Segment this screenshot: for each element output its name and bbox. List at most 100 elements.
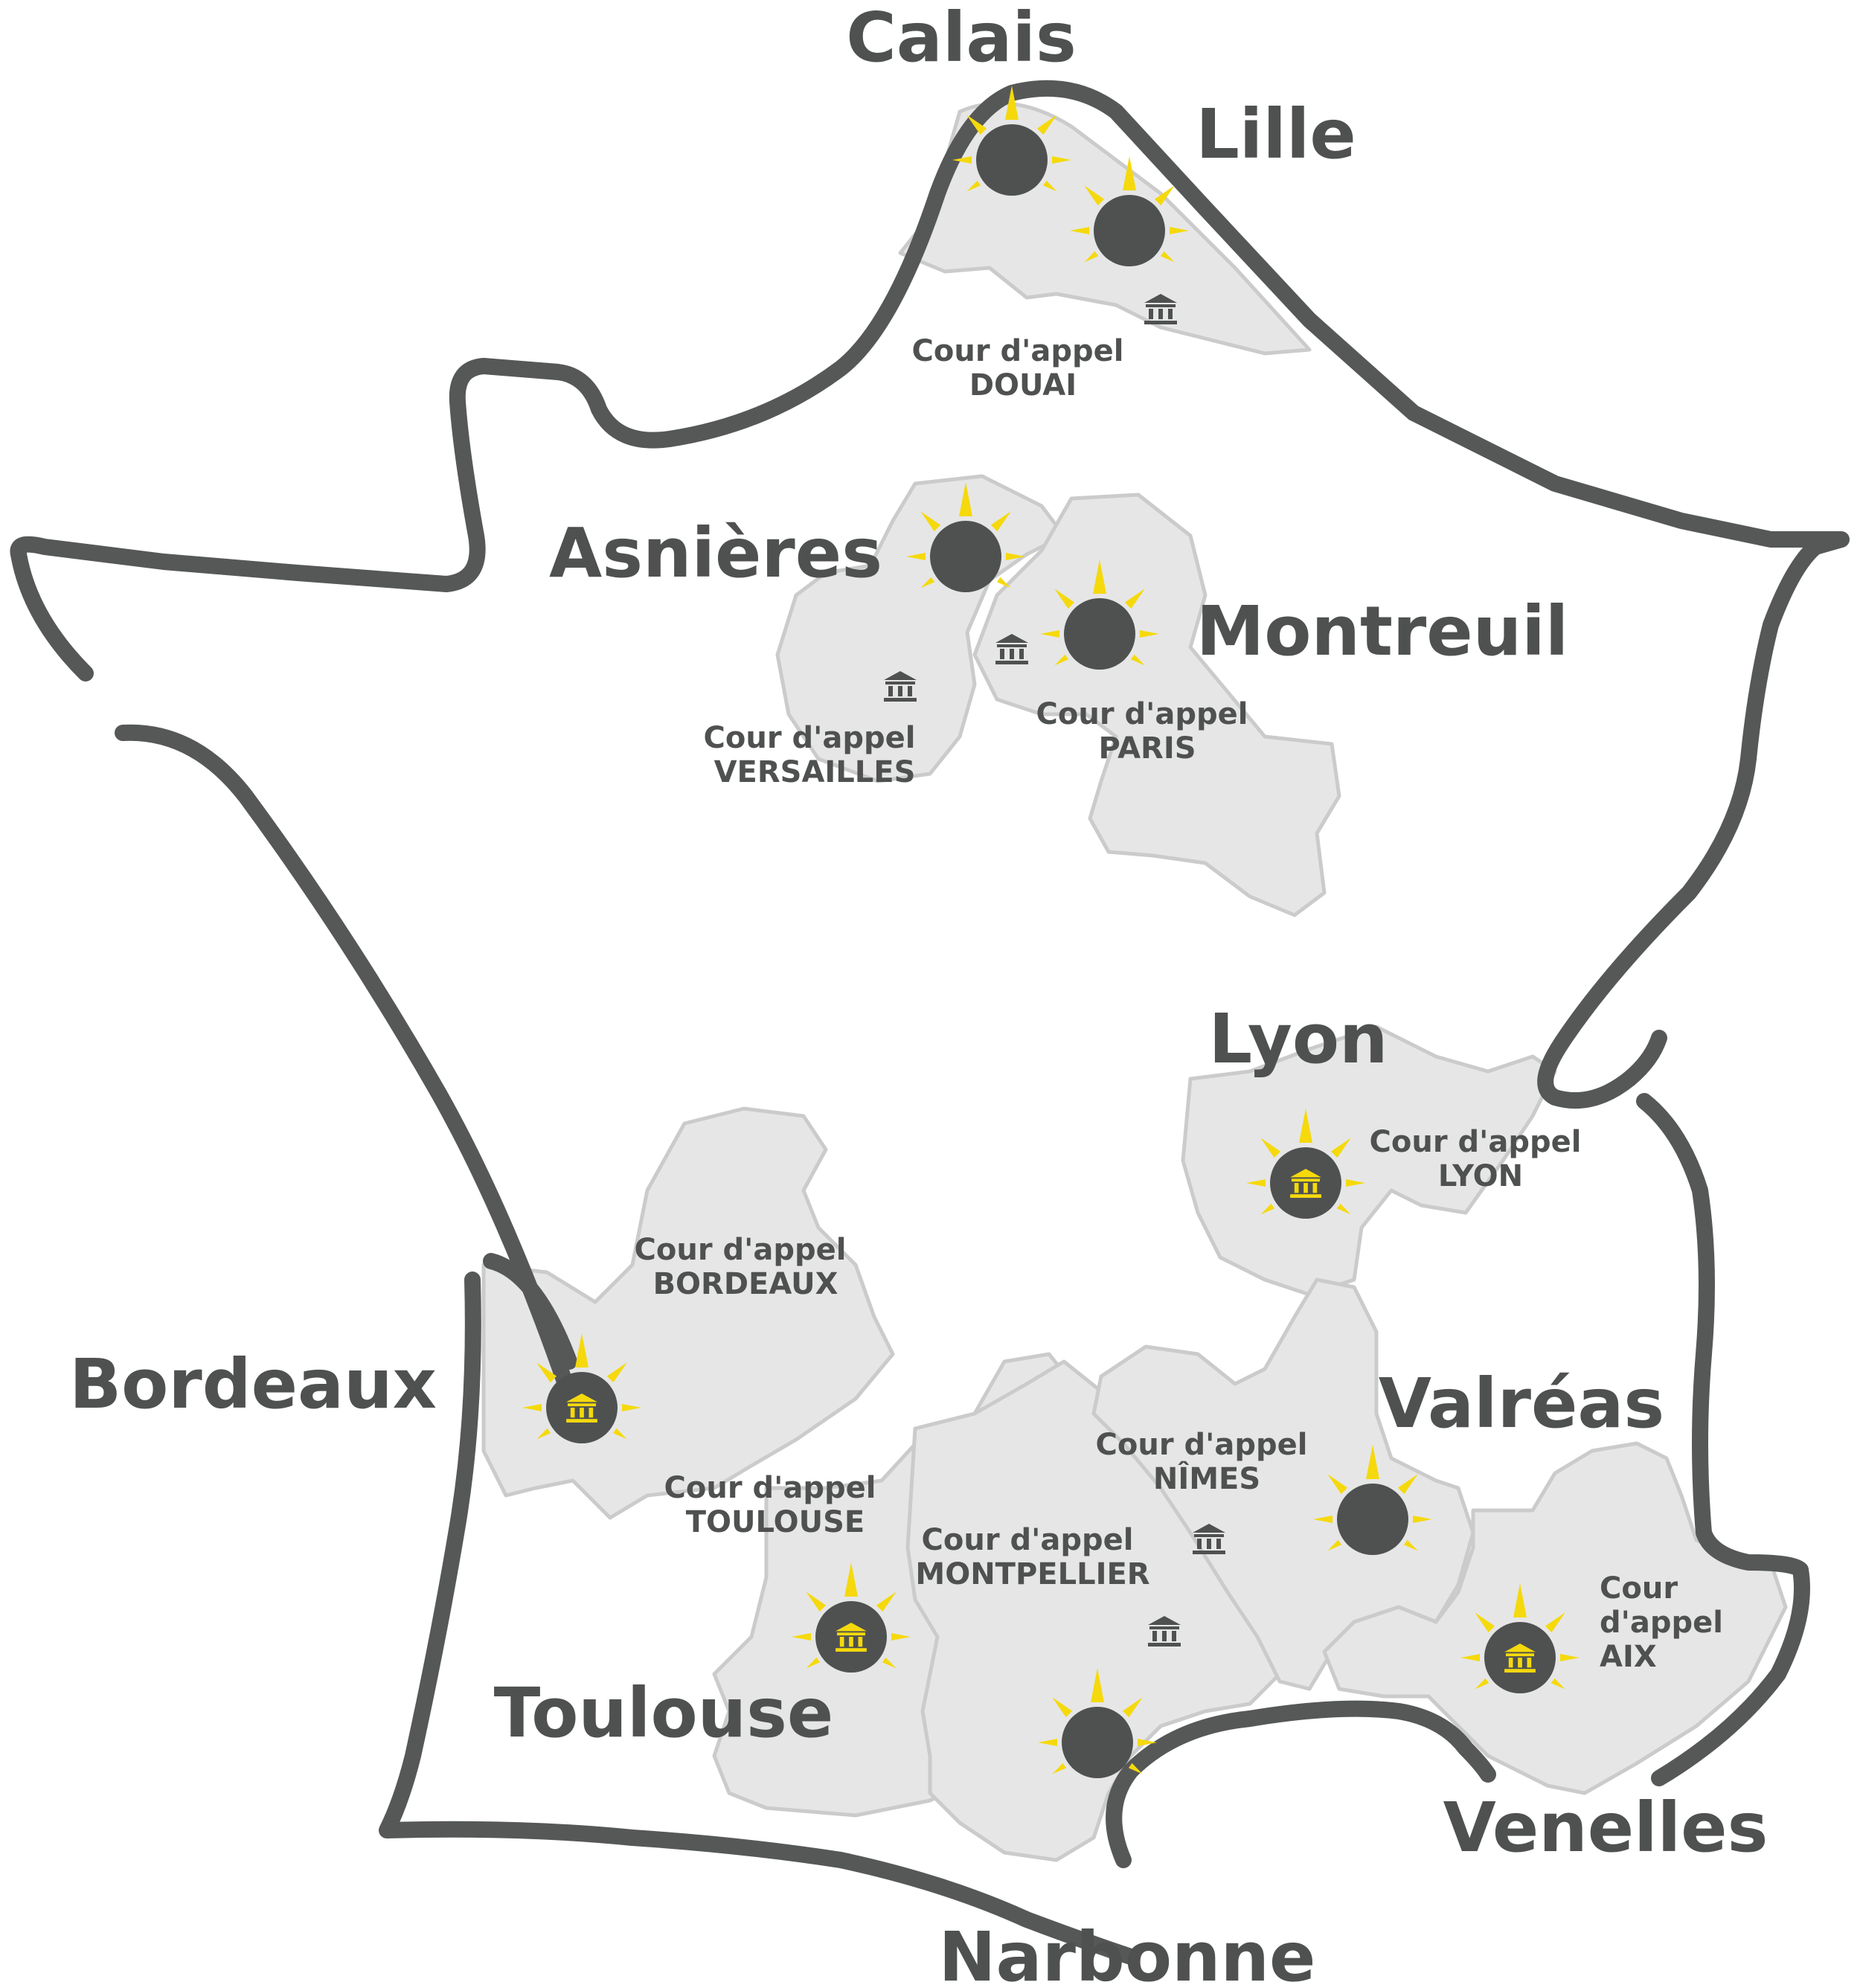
sun-ray-icon [1123, 156, 1136, 190]
court-regions [481, 101, 1788, 1862]
sun-ray-icon [1052, 156, 1071, 164]
city-label-narbonne: Narbonne [939, 1917, 1316, 1988]
sun-ray-icon [876, 1591, 897, 1612]
court-label-paris-line1: Cour d'appel [1036, 697, 1248, 731]
sun-ray-icon [1550, 1678, 1565, 1690]
city-label-bordeaux: Bordeaux [69, 1344, 437, 1424]
court-label-aix: Cour d'appel AIX [1600, 1571, 1734, 1674]
outline-north-east [10, 80, 1850, 1109]
sun-dot-icon [1062, 1707, 1133, 1778]
court-label-bordeaux: Cour d'appel BORDEAUX [635, 1233, 857, 1301]
sun-ray-icon [1122, 1697, 1143, 1718]
outline-mediterranean [1106, 1700, 1496, 1868]
sun-dot-icon [1094, 195, 1165, 266]
sun-ray-icon [1006, 553, 1025, 560]
sun-dot-icon [1064, 598, 1135, 670]
sun-ray-icon [1140, 630, 1159, 638]
sun-ray-icon [1413, 1516, 1432, 1523]
sun-ray-icon [806, 1591, 827, 1612]
office-marker-lille [1070, 156, 1189, 266]
sun-dot-icon [1337, 1484, 1408, 1555]
office-marker-valreas [1313, 1445, 1432, 1555]
city-label-lyon: Lyon [1208, 999, 1388, 1079]
court-label-aix-line3: AIX [1600, 1640, 1657, 1674]
sun-ray-icon [990, 511, 1011, 532]
sun-ray-icon [966, 180, 981, 192]
sun-dot-icon [976, 124, 1048, 196]
sun-ray-icon [1260, 1138, 1281, 1158]
sun-ray-icon [792, 1633, 811, 1641]
sun-ray-icon [1054, 654, 1069, 666]
court-label-lyon: Cour d'appel LYON [1370, 1125, 1592, 1193]
sun-ray-icon [622, 1404, 641, 1411]
court-label-versailles: Cour d'appel VERSAILLES [704, 721, 926, 789]
sun-ray-icon [1560, 1654, 1580, 1661]
sun-ray-icon [536, 1362, 557, 1383]
region-lyon [1181, 1025, 1557, 1297]
sun-ray-icon [1246, 1179, 1266, 1187]
court-label-versailles-line2: VERSAILLES [714, 755, 916, 789]
france-outline [10, 80, 1850, 1965]
office-markers [522, 86, 1580, 1778]
sun-ray-icon [1130, 654, 1145, 666]
sun-ray-icon [1091, 1668, 1104, 1702]
court-label-lyon-line2: LYON [1438, 1159, 1523, 1193]
sun-ray-icon [996, 577, 1011, 589]
office-marker-venelles [1460, 1583, 1580, 1693]
sun-ray-icon [1054, 589, 1075, 609]
sun-ray-icon [959, 482, 972, 516]
sun-ray-icon [844, 1562, 858, 1597]
office-marker-montreuil [1040, 559, 1159, 670]
court-label-douai: Cour d'appel DOUAI [912, 334, 1135, 403]
sun-ray-icon [1460, 1654, 1480, 1661]
sun-ray-icon [1036, 115, 1057, 135]
sun-ray-icon [1128, 1763, 1143, 1774]
city-label-lille: Lille [1196, 94, 1356, 174]
office-marker-narbonne [1038, 1668, 1157, 1778]
sun-ray-icon [1397, 1474, 1418, 1495]
office-marker-asnieres [906, 482, 1025, 592]
sun-ray-icon [1138, 1739, 1157, 1746]
office-marker-bordeaux [522, 1333, 641, 1443]
sun-ray-icon [920, 511, 941, 532]
city-label-montreuil: Montreuil [1196, 591, 1569, 671]
sun-ray-icon [1005, 86, 1019, 120]
court-label-versailles-line1: Cour d'appel [704, 721, 916, 755]
sun-ray-icon [806, 1657, 821, 1669]
city-label-valreas: Valréas [1379, 1364, 1664, 1443]
sun-ray-icon [1475, 1678, 1489, 1690]
court-label-bordeaux-line1: Cour d'appel [635, 1233, 847, 1267]
court-label-montpellier-line1: Cour d'appel [922, 1523, 1134, 1557]
outline-brittany-tip [10, 546, 94, 682]
sun-ray-icon [522, 1404, 542, 1411]
sun-ray-icon [906, 553, 926, 560]
sun-ray-icon [1260, 1203, 1275, 1215]
office-marker-lyon [1246, 1109, 1365, 1219]
office-marker-toulouse [792, 1562, 911, 1673]
sun-ray-icon [1346, 1179, 1365, 1187]
court-label-paris-line2: PARIS [1098, 731, 1196, 766]
court-label-toulouse: Cour d'appel TOULOUSE [664, 1471, 887, 1539]
court-label-douai-line2: DOUAI [969, 368, 1077, 403]
sun-ray-icon [1475, 1612, 1495, 1633]
court-label-douai-line1: Cour d'appel [912, 334, 1124, 368]
court-label-bordeaux-line2: BORDEAUX [653, 1267, 838, 1301]
sun-ray-icon [1084, 185, 1105, 206]
court-label-toulouse-line2: TOULOUSE [686, 1505, 865, 1539]
sun-ray-icon [882, 1657, 897, 1669]
court-label-montpellier-line2: MONTPELLIER [915, 1557, 1149, 1591]
sun-ray-icon [612, 1428, 627, 1440]
court-label-nimes: Cour d'appel NÎMES [1096, 1428, 1318, 1496]
sun-ray-icon [1154, 185, 1175, 206]
court-label-toulouse-line1: Cour d'appel [664, 1471, 876, 1505]
sun-ray-icon [1093, 559, 1106, 594]
court-label-aix-line1: Cour [1600, 1571, 1678, 1606]
outline-gironde [483, 1253, 577, 1370]
sun-ray-icon [1084, 251, 1099, 263]
city-label-asnieres: Asnières [549, 513, 882, 593]
sun-ray-icon [1040, 630, 1059, 638]
office-marker-calais [952, 86, 1071, 196]
sun-ray-icon [920, 577, 935, 589]
court-label-montpellier: Cour d'appel MONTPELLIER [915, 1523, 1149, 1591]
